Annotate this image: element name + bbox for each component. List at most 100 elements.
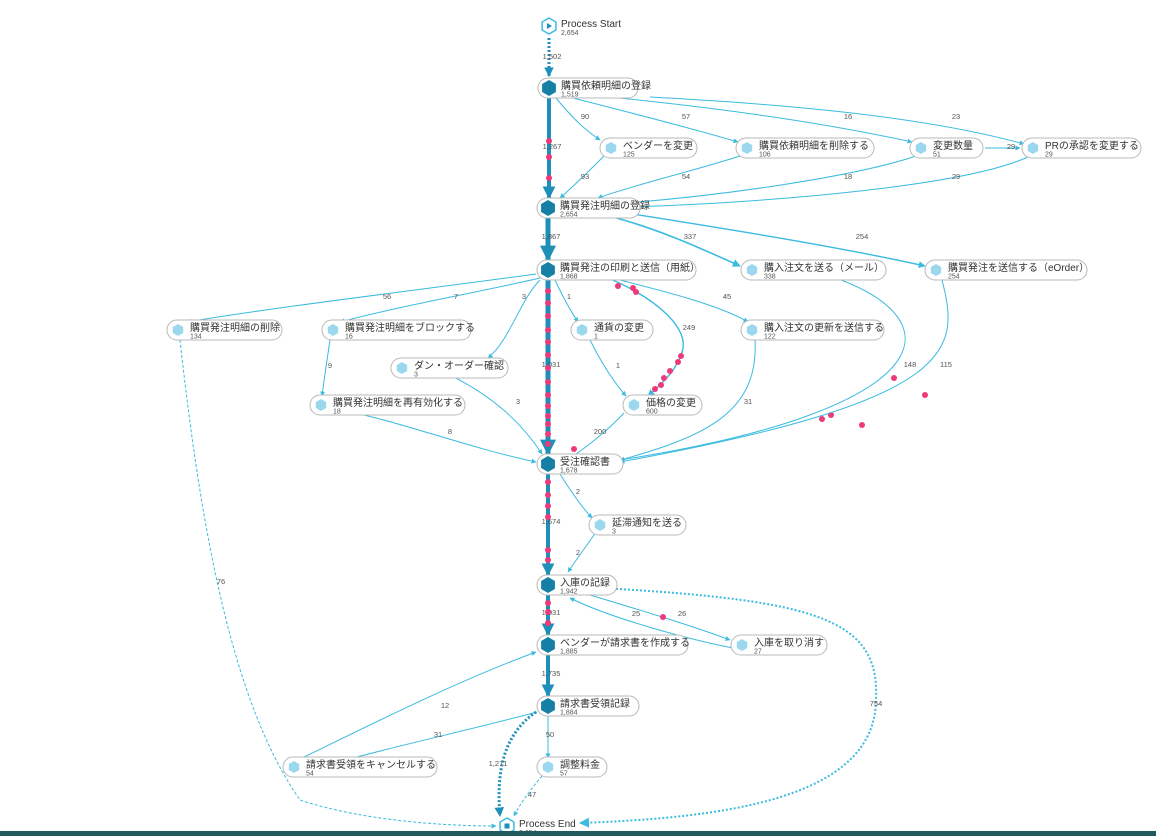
edge-line[interactable] [299,651,537,760]
edge-line[interactable] [567,531,597,573]
edge-line[interactable] [613,339,756,464]
edge-n11-n15[interactable]: 9 [320,339,332,397]
edge-line[interactable] [649,96,1025,146]
edge-start-n1[interactable]: 1,502 [543,38,562,77]
edge-line[interactable] [559,155,605,199]
edge-n8-n17[interactable]: 148 [619,275,916,462]
edge-n22-end[interactable]: 1,271 [489,710,537,817]
edge-line[interactable] [619,275,906,462]
node-pill[interactable] [321,319,472,341]
edge-n17-n19[interactable]: 1,674 [541,474,561,577]
edge-line[interactable] [599,155,1031,211]
node-n9[interactable]: 購買発注を送信する（eOrder）254 [924,259,1089,281]
edge-line[interactable] [579,587,878,828]
edge-n6-n7[interactable]: 1,867 [539,218,561,262]
node-pill[interactable] [924,259,1088,281]
edge-n7-n14[interactable]: 3 [487,279,541,359]
edge-n2-n6[interactable]: 93 [559,155,605,199]
edge-n15-n17[interactable]: 8 [354,412,537,464]
edge-n1-n5[interactable]: 23 [649,96,1025,146]
node-pill[interactable] [536,574,618,596]
edge-n17-n18[interactable]: 2 [559,473,593,519]
edge-line[interactable] [597,155,741,199]
edge-n22-n23[interactable]: 31 [345,711,538,762]
node-pill[interactable] [622,394,703,416]
node-pill[interactable] [740,319,885,341]
node-pill[interactable] [536,756,608,778]
edge-line[interactable] [320,339,331,397]
edge-n19-n21[interactable]: 26 [579,591,731,641]
node-pill[interactable] [537,77,639,99]
edge-n7-n12[interactable]: 1 [554,279,579,323]
node-pill[interactable] [536,695,640,717]
edge-n21-n19[interactable]: 25 [569,597,739,650]
edge-n19-end[interactable]: 754 [579,587,882,828]
edge-n7-n11[interactable]: 7 [339,277,541,324]
edge-n7-n16[interactable]: 249 [607,277,695,397]
edge-n14-n17[interactable]: 3 [449,374,543,455]
edge-line[interactable] [619,211,926,269]
node-pill[interactable] [536,259,697,281]
edge-n20-n22[interactable]: 1,735 [541,655,561,698]
node-pill[interactable] [730,634,828,656]
node-pill[interactable] [599,137,698,159]
edge-n23-n20[interactable]: 12 [299,651,537,760]
edge-n1-n6[interactable]: 1,267 [542,98,562,200]
node-pill[interactable] [909,137,984,159]
edge-n1-n4[interactable]: 16 [599,95,913,144]
edge-n1-n2[interactable]: 90 [555,97,601,141]
node-pill[interactable] [735,137,875,159]
edge-line[interactable] [487,279,541,359]
edge-line[interactable] [555,97,601,141]
edge-line[interactable] [589,339,627,397]
edge-line[interactable] [554,279,579,323]
edge-line[interactable] [179,339,497,829]
edge-line[interactable] [354,412,537,464]
edge-n6-n8[interactable]: 337 [599,213,741,267]
edge-n6-n9[interactable]: 254 [619,211,926,269]
edge-n4-n5[interactable]: 29 [985,142,1021,151]
node-pill[interactable] [536,197,641,219]
edge-n5-n6[interactable]: 29 [599,155,1031,211]
node-n7[interactable]: 購買発注の印刷と送信（用紙）1,868 [536,259,700,281]
edge-line[interactable] [579,591,731,641]
edge-n10-end[interactable]: 76 [179,339,497,829]
node-pill[interactable] [1021,137,1142,159]
edge-n1-n3[interactable]: 57 [564,95,739,144]
edge-n22-n24[interactable]: 50 [545,716,554,759]
edge-n18-n19[interactable]: 2 [567,531,597,573]
edge-line[interactable] [559,473,593,519]
node-n8[interactable]: 購入注文を送る（メール）338 [740,259,887,281]
node-pill[interactable] [570,319,654,341]
edge-line[interactable] [339,277,541,324]
edge-n4-n6[interactable]: 18 [599,155,917,208]
edge-line[interactable] [599,95,913,144]
node-pill[interactable] [740,259,887,281]
node-pill[interactable] [166,319,283,341]
edge-line[interactable] [564,95,739,144]
edge-line[interactable] [186,273,537,324]
edge-line[interactable] [449,374,543,455]
edge-line[interactable] [569,597,739,650]
edge-n7-n13[interactable]: 45 [599,274,749,323]
node-pill[interactable] [588,514,687,536]
